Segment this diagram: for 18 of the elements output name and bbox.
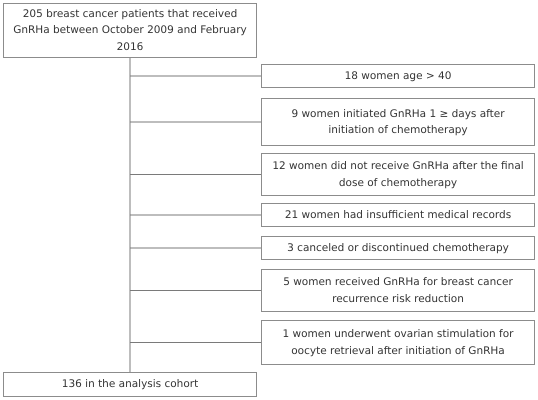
- box-text: 21 women had insufficient medical records: [284, 208, 512, 223]
- box-text: 9 women initiated GnRHa 1 ≥ days after initiation of chemotherapy: [290, 106, 506, 138]
- flow-box: [3, 372, 257, 397]
- box-text: 12 women did not receive GnRHa after the final dose of chemotherapy: [271, 159, 525, 190]
- flow-box: [261, 203, 535, 227]
- box-text: 1 women underwent ovarian stimulation for oocyte retrieval after initiation of GnRHa: [282, 327, 514, 358]
- flow-box: [261, 236, 535, 260]
- box-text: 136 in the analysis cohort: [62, 377, 198, 392]
- box-text: 205 breast cancer patients that received GnRHa between October 2009 and February 2016: [12, 7, 248, 55]
- flow-box: [261, 64, 535, 88]
- flow-box: [261, 98, 535, 146]
- flow-box: [261, 153, 535, 196]
- flow-box: [261, 269, 535, 312]
- flow-box: [3, 3, 257, 58]
- box-text: 3 canceled or discontinued chemotherapy: [287, 240, 509, 256]
- flow-box: [261, 320, 535, 365]
- box-text: 5 women received GnRHa for breast cancer recurrence risk reduction: [282, 275, 514, 306]
- box-text: 18 women age > 40: [344, 68, 452, 84]
